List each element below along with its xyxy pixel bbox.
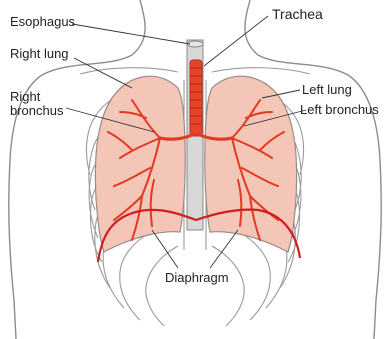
diaphragm-leader-left [152,230,178,268]
left-lung [205,76,297,252]
left-lung-label: Left lung [302,83,352,97]
diaphragm-leader-right [210,230,238,268]
trachea-label: Trachea [272,7,323,21]
right-bronchus-label-line1: Right [10,90,63,104]
esophagus-leader [72,24,190,44]
trachea-leader [204,16,268,66]
esophagus-label: Esophagus [10,15,75,29]
right-lung-label: Right lung [10,47,69,61]
right-bronchus-label: Right bronchus [10,90,63,118]
right-lung [95,76,185,252]
right-bronchus-label-line2: bronchus [10,104,63,118]
diaphragm-label: Diaphragm [165,271,229,285]
trachea [190,60,202,136]
left-bronchus-label: Left bronchus [300,103,379,117]
